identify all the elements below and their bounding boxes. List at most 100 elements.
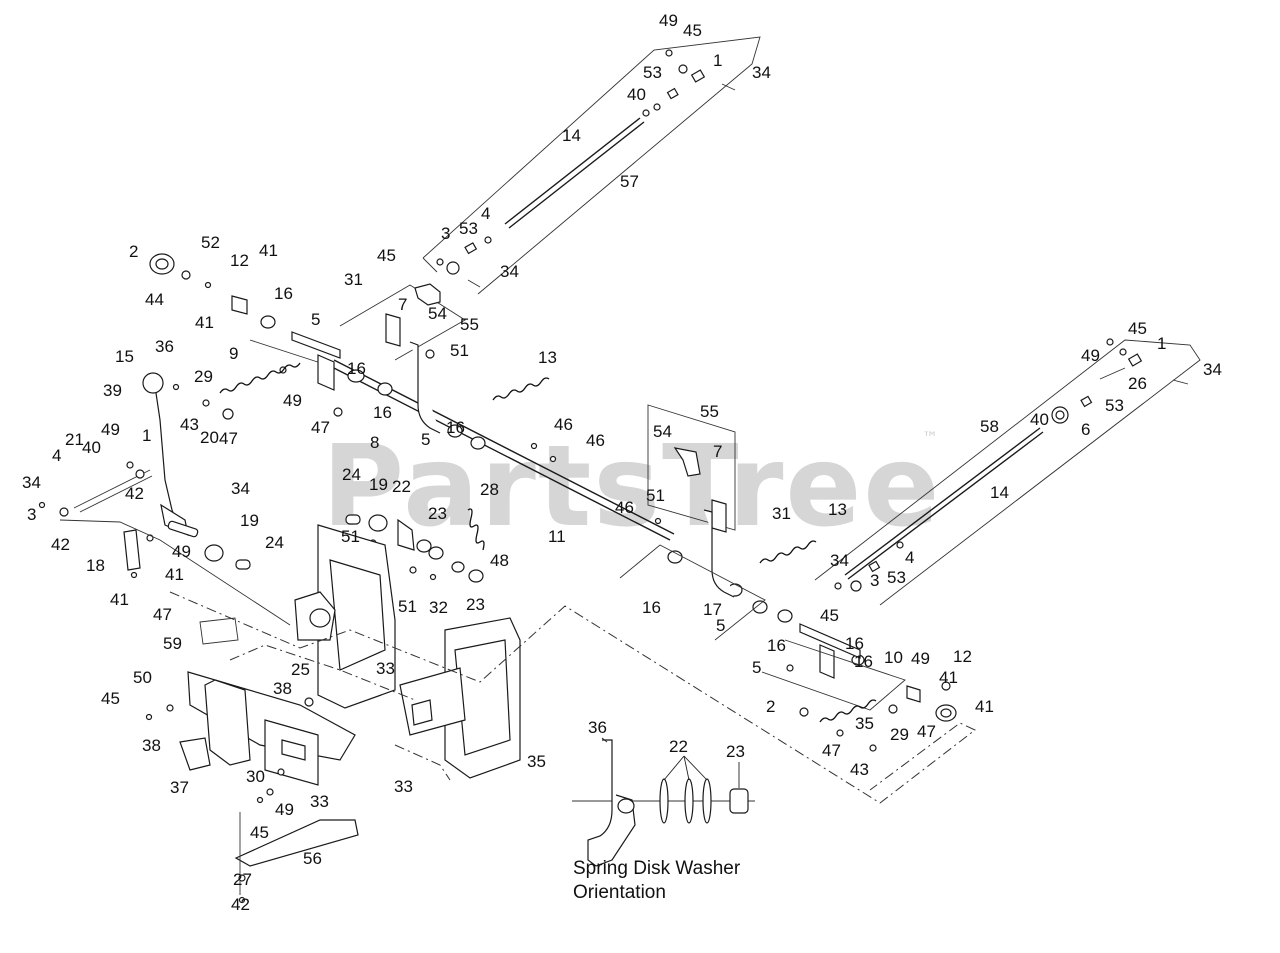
dashed-reference-lines [169, 591, 976, 804]
part-number-callout: 45 [683, 21, 702, 40]
part-number-callout: 18 [86, 556, 105, 575]
part-number-callout: 11 [548, 527, 566, 546]
part-number-callout: 53 [643, 63, 662, 82]
part-number-callout: 58 [980, 417, 999, 436]
part-number-callout: 53 [1105, 396, 1124, 415]
part-number-callout: 35 [527, 752, 546, 771]
part-number-callout: 45 [820, 606, 839, 625]
part-number-callout: 24 [265, 533, 284, 552]
part-number-callout: 16 [347, 359, 366, 378]
part-number-callout: 5 [421, 430, 430, 449]
caption-line-1: Spring Disk Washer [573, 858, 741, 879]
part-number-callout: 23 [428, 504, 447, 523]
part-number-callout: 47 [917, 722, 936, 741]
part-number-callout: 5 [752, 658, 761, 677]
part-number-callout: 31 [772, 504, 791, 523]
part-number-callout: 16 [274, 284, 293, 303]
part-number-callout: 4 [481, 204, 490, 223]
part-number-callout: 23 [726, 742, 745, 761]
left-arm-9 [149, 253, 343, 420]
part-number-callout: 51 [341, 527, 360, 546]
part-number-callout: 4 [52, 446, 61, 465]
part-number-callout: 34 [231, 479, 250, 498]
part-number-callout: 7 [713, 442, 722, 461]
part-number-callout: 45 [377, 246, 396, 265]
caption-line-2: Orientation [573, 882, 666, 903]
part-number-callout: 21 [65, 430, 84, 449]
center-bellcrank-7 [339, 283, 550, 434]
upper-rod-assembly [422, 36, 761, 295]
right-bellcrank-7 [619, 404, 817, 641]
part-number-callout: 51 [646, 486, 665, 505]
part-number-callout: 55 [700, 402, 719, 421]
part-number-callout: 10 [884, 648, 903, 667]
part-number-callout: 19 [240, 511, 259, 530]
part-number-callout: 42 [125, 484, 144, 503]
part-number-callout: 49 [911, 649, 930, 668]
part-number-callout: 54 [653, 422, 672, 441]
part-number-callout: 47 [219, 429, 238, 448]
part-number-callout: 49 [275, 800, 294, 819]
part-number-callout: 16 [767, 636, 786, 655]
part-number-callout: 32 [429, 598, 448, 617]
part-number-callout: 48 [490, 551, 509, 570]
part-number-callout: 42 [51, 535, 70, 554]
part-number-callout: 2 [766, 697, 775, 716]
right-arm-10 [761, 623, 957, 752]
part-number-callout: 37 [170, 778, 189, 797]
part-number-callout: 14 [562, 126, 581, 145]
part-number-callout: 3 [27, 505, 36, 524]
part-number-callout: 46 [615, 498, 634, 517]
part-number-callout: 31 [344, 270, 363, 289]
part-number-callout: 17 [703, 600, 722, 619]
part-number-callout: 14 [990, 483, 1009, 502]
part-number-callout: 8 [370, 433, 379, 452]
part-number-callout: 43 [850, 760, 869, 779]
part-number-callout: 33 [376, 659, 395, 678]
watermark-trademark: ™ [922, 428, 938, 447]
part-number-callout: 50 [133, 668, 152, 687]
part-number-callout: 16 [642, 598, 661, 617]
part-number-callout: 13 [828, 500, 847, 519]
part-number-callout: 45 [250, 823, 269, 842]
part-number-callout: 51 [398, 597, 417, 616]
part-number-callout: 45 [101, 689, 120, 708]
part-number-callout: 23 [466, 595, 485, 614]
part-number-callout: 41 [975, 697, 994, 716]
right-rod-assembly [814, 338, 1201, 606]
part-number-callout: 19 [369, 475, 388, 494]
lower-left-assembly [145, 617, 359, 904]
part-number-callout: 2 [129, 242, 138, 261]
part-number-callout: 3 [441, 224, 450, 243]
part-number-callout: 49 [172, 542, 191, 561]
part-number-callout: 27 [233, 870, 252, 889]
part-number-callout: 33 [310, 792, 329, 811]
part-number-callout: 16 [845, 634, 864, 653]
part-number-callout: 7 [398, 295, 407, 314]
part-number-callout: 29 [194, 367, 213, 386]
part-number-callout: 51 [450, 341, 469, 360]
part-number-callout: 34 [830, 551, 849, 570]
part-number-callout: 55 [460, 315, 479, 334]
part-number-callout: 26 [1128, 374, 1147, 393]
part-number-callout: 40 [627, 85, 646, 104]
part-number-callout: 24 [342, 465, 361, 484]
watermark-text: PartsTree [322, 422, 941, 552]
part-number-callout: 34 [1203, 360, 1222, 379]
part-number-callout: 52 [201, 233, 220, 252]
left-control-lever [38, 372, 291, 626]
part-number-callout: 34 [752, 63, 771, 82]
part-number-callout: 56 [303, 849, 322, 868]
part-number-callout: 41 [110, 590, 129, 609]
part-number-callout: 42 [231, 895, 250, 914]
part-number-callout: 44 [145, 290, 164, 309]
chassis-brackets [294, 524, 521, 779]
part-number-callout: 46 [554, 415, 573, 434]
part-number-callout: 25 [291, 660, 310, 679]
part-number-callout: 40 [82, 438, 101, 457]
part-number-callout: 36 [588, 718, 607, 737]
part-number-callout: 5 [716, 616, 725, 635]
part-number-callout: 30 [246, 767, 265, 786]
part-number-callout: 47 [153, 605, 172, 624]
